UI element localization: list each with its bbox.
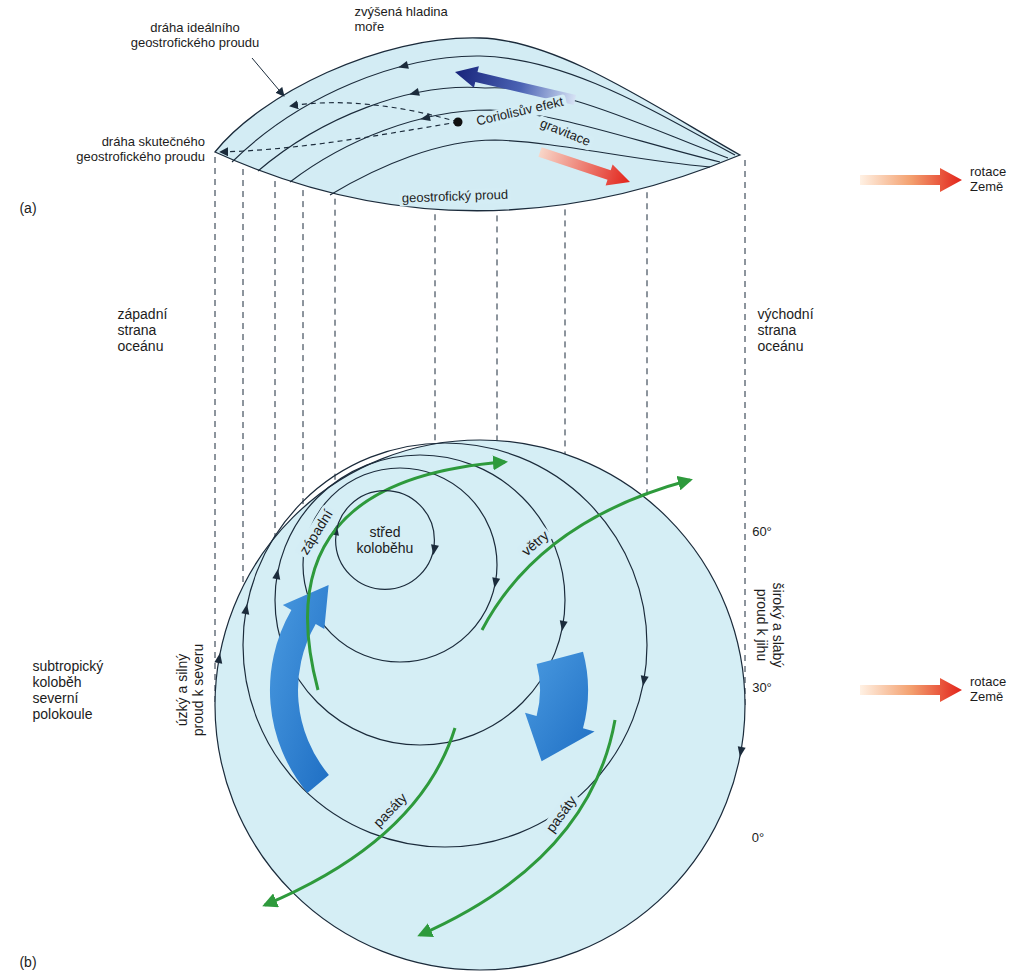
panel-letter: (a) [19,200,36,216]
eastern-current-arrow [525,652,595,762]
gyre-rings [243,443,647,847]
height-contours [232,56,735,195]
leader-line [252,58,284,96]
latitude-label: 60° [752,525,772,540]
wind-arrows [265,462,690,935]
sea-mound [215,38,740,211]
rotation-arrow [860,168,962,192]
projection-line [745,160,746,705]
gyre-center-circle: střed koloběhu [335,490,435,590]
callout-label: zvýšená hladina moře [355,5,470,35]
panel-letter: (b) [19,954,36,970]
ideal-path [290,103,458,122]
gravity-arrow [538,147,630,185]
western-current-arrow [270,585,329,793]
latitude-label: 0° [752,831,764,846]
rotation-label: rotace Země [970,165,1016,195]
current-label: široký a slabý proud k jihu [754,570,786,680]
callout-label: dráha ideálního geostrofického proudu [113,21,278,51]
projection-line [243,169,244,645]
contour-arrowheads [397,61,431,123]
rotation-label: rotace Země [970,675,1016,705]
real-path [220,122,458,152]
gyre-label: subtropický koloběh severní polokoule [33,658,128,722]
side-label: západní strana oceánu [118,306,193,354]
current-label: úzký a silný proud k severu [174,635,206,745]
circle-outline [336,491,435,590]
projection-line [215,157,216,705]
side-label: východní strana oceánu [758,306,833,354]
water-parcel [454,118,463,127]
node-text: střed koloběhu [349,524,421,556]
callout-label: dráha skutečného geostrofického proudu [45,135,205,165]
rotation-arrow [860,678,962,702]
latitude-label: 30° [752,681,772,696]
ocean-basin [215,440,745,970]
